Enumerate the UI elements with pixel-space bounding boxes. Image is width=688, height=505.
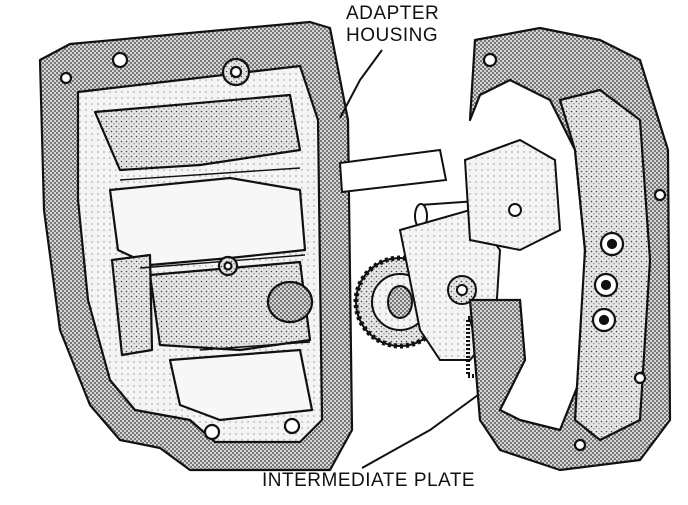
adapter-housing-label: ADAPTER HOUSING: [346, 3, 439, 47]
leader-lines: [339, 49, 479, 469]
adapter-housing-leader: [339, 49, 383, 119]
intermediate-plate-leader: [361, 394, 479, 469]
adapter-housing-label-line2: HOUSING: [346, 25, 439, 46]
adapter-housing-label-line1: ADAPTER: [346, 3, 440, 24]
case-bolts: [482, 52, 667, 452]
intermediate-plate: [468, 26, 672, 472]
adapter-housing: [38, 20, 354, 472]
intermediate-plate-label: INTERMEDIATE PLATE: [262, 470, 476, 491]
